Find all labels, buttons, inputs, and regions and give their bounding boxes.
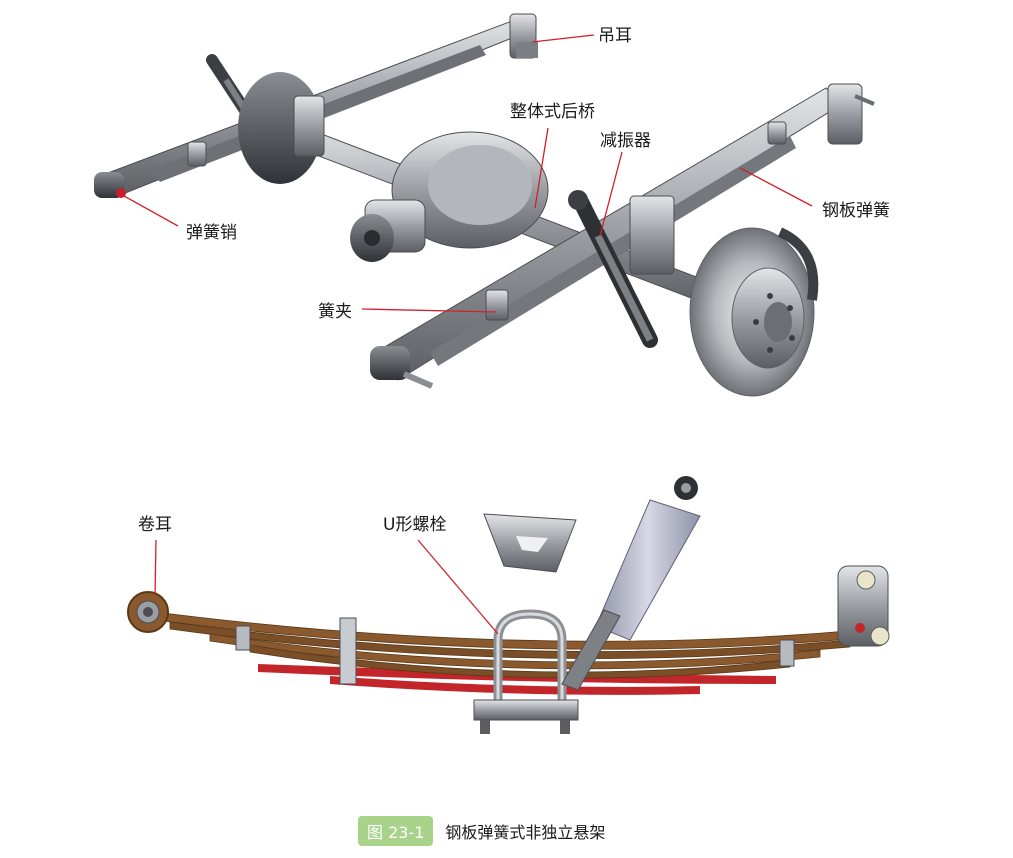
spring-clip-far bbox=[187, 141, 207, 167]
upper-bracket bbox=[483, 513, 577, 573]
leader-rolled-eye bbox=[154, 539, 157, 597]
rebound-clip-mid-left bbox=[339, 617, 357, 685]
spring-clip-near bbox=[485, 289, 509, 321]
leaf-spring-side-view bbox=[127, 476, 890, 734]
far-shackle bbox=[509, 13, 538, 59]
figure-caption: 图 23-1 钢板弹簧式非独立悬架 bbox=[358, 816, 606, 846]
brake-disc bbox=[689, 227, 819, 397]
rebound-clip-left bbox=[235, 625, 251, 651]
leader-leaf-spring bbox=[739, 167, 813, 207]
figure-number-badge: 图 23-1 bbox=[358, 816, 434, 846]
label-spring-clip: 簧夹 bbox=[318, 302, 352, 322]
label-spring-pin: 弹簧销 bbox=[186, 223, 237, 243]
label-shock-absorber: 减振器 bbox=[600, 131, 651, 151]
leader-spring-clip bbox=[361, 308, 497, 313]
far-spring-eye bbox=[94, 172, 126, 198]
figure-caption-title: 钢板弹簧式非独立悬架 bbox=[445, 823, 606, 842]
leader-integral-rear-axle bbox=[534, 127, 549, 209]
side-shackle bbox=[837, 565, 890, 647]
side-shock-absorber bbox=[561, 476, 701, 691]
label-integral-rear-axle: 整体式后桥 bbox=[510, 102, 595, 122]
leader-shock-absorber bbox=[599, 151, 623, 237]
near-shackle bbox=[827, 83, 875, 145]
leader-u-bolt bbox=[417, 539, 499, 635]
rolled-eye bbox=[127, 591, 169, 633]
near-spring-mount bbox=[629, 195, 675, 275]
leader-spring-pin bbox=[123, 195, 179, 227]
label-leaf-spring: 钢板弹簧 bbox=[822, 201, 890, 221]
label-rolled-eye: 卷耳 bbox=[138, 515, 172, 535]
rear-axle-assembly-illustration bbox=[94, 13, 875, 397]
top-leader-lines bbox=[123, 34, 813, 313]
label-u-bolt: U形螺栓 bbox=[383, 515, 446, 535]
u-bolt bbox=[473, 609, 579, 734]
label-lifting-lug: 吊耳 bbox=[598, 26, 632, 46]
differential-housing bbox=[350, 131, 549, 262]
leader-lifting-lug bbox=[531, 34, 595, 43]
near-shock-absorber bbox=[568, 190, 658, 348]
near-spring-eye bbox=[370, 346, 434, 389]
rebound-clip-right bbox=[779, 639, 795, 667]
